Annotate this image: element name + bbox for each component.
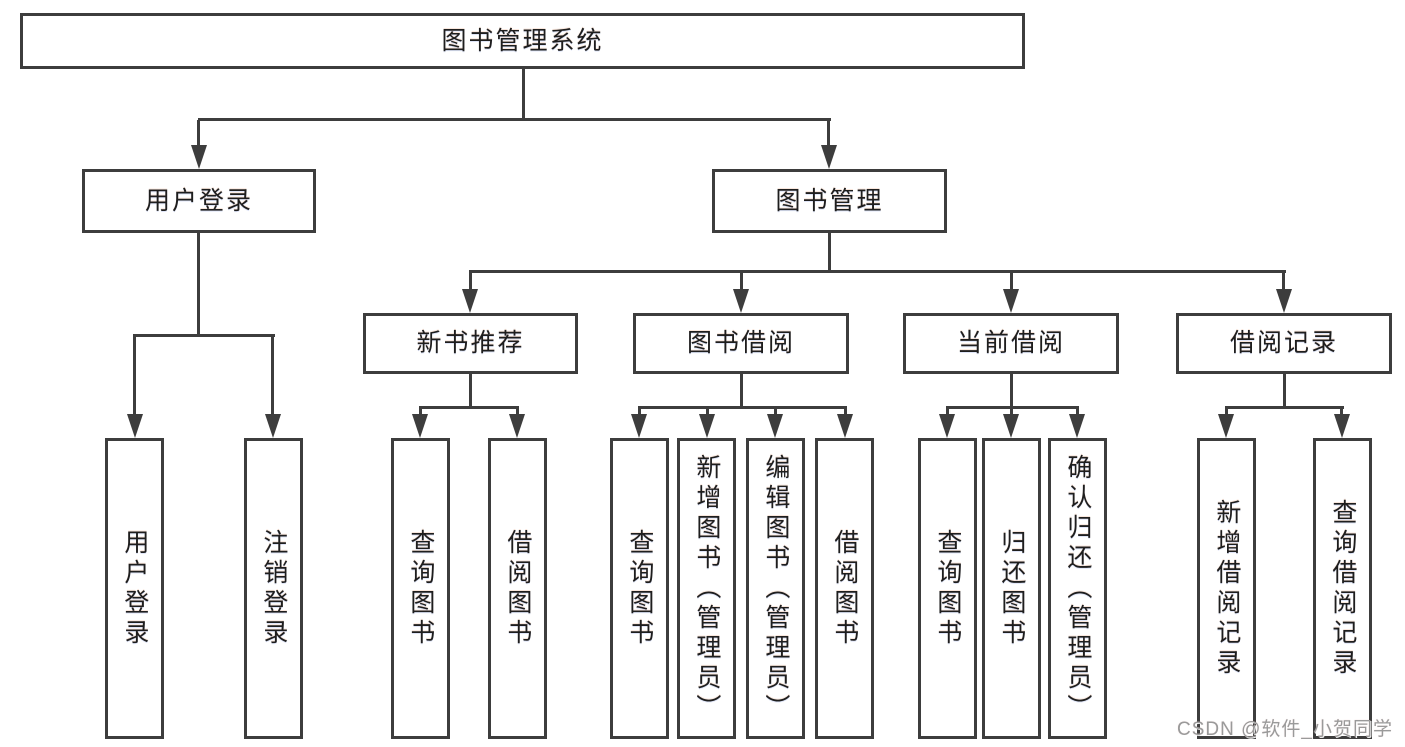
connector-line xyxy=(133,334,275,337)
node-label: 查询借阅记录 xyxy=(1328,498,1357,679)
arrow-down-icon xyxy=(939,414,955,438)
arrow-down-icon xyxy=(1003,289,1019,313)
node-label: 确认归还（管理员） xyxy=(1063,453,1092,724)
arrow-down-icon xyxy=(821,145,837,169)
arrow-down-icon xyxy=(733,289,749,313)
connector-line xyxy=(133,336,136,416)
node-label: 新增借阅记录 xyxy=(1212,498,1241,679)
leaf-confirm-return-admin: 确认归还（管理员） xyxy=(1048,438,1107,739)
arrow-down-icon xyxy=(631,414,647,438)
node-user-login: 用户登录 xyxy=(82,169,316,233)
connector-line xyxy=(522,69,525,120)
connector-line xyxy=(827,120,830,147)
node-label: 查询图书 xyxy=(933,528,962,649)
node-label: 借阅记录 xyxy=(1229,329,1338,358)
connector-line xyxy=(1340,408,1343,417)
node-label: 当前借阅 xyxy=(956,329,1065,358)
leaf-add-borrow-record: 新增借阅记录 xyxy=(1197,438,1256,739)
node-book-management: 图书管理 xyxy=(712,169,947,233)
connector-line xyxy=(419,408,422,417)
connector-line xyxy=(1282,272,1285,291)
arrow-down-icon xyxy=(509,414,525,438)
connector-line xyxy=(946,408,949,417)
connector-line xyxy=(516,408,519,417)
leaf-borrow-books-recommend: 借阅图书 xyxy=(488,438,547,739)
connector-line xyxy=(197,233,200,337)
watermark: CSDN @软件_小贺同学 xyxy=(1177,719,1393,740)
arrow-down-icon xyxy=(699,414,715,438)
node-label: 查询图书 xyxy=(625,528,654,649)
arrow-down-icon xyxy=(767,414,783,438)
node-label: 图书借阅 xyxy=(686,329,795,358)
connector-line xyxy=(638,408,641,417)
leaf-query-borrow-record: 查询借阅记录 xyxy=(1313,438,1372,739)
leaf-query-books-current: 查询图书 xyxy=(918,438,977,739)
arrow-down-icon xyxy=(1218,414,1234,438)
node-label: 新增图书（管理员） xyxy=(692,453,721,724)
connector-line xyxy=(774,408,777,417)
node-label: 用户登录 xyxy=(120,528,149,649)
connector-line xyxy=(1010,408,1013,417)
node-current-borrowing: 当前借阅 xyxy=(903,313,1119,374)
connector-line xyxy=(419,406,519,409)
node-label: 编辑图书（管理员） xyxy=(761,453,790,724)
node-label: 注销登录 xyxy=(259,528,288,649)
connector-line xyxy=(1010,272,1013,291)
connector-line xyxy=(1076,408,1079,417)
connector-line xyxy=(706,408,709,417)
node-label: 用户登录 xyxy=(144,186,253,215)
connector-line xyxy=(740,272,743,291)
node-label: 归还图书 xyxy=(997,528,1026,649)
connector-line xyxy=(740,374,743,409)
node-library-management-system: 图书管理系统 xyxy=(20,13,1025,69)
connector-line xyxy=(828,233,831,272)
leaf-logout: 注销登录 xyxy=(244,438,303,739)
connector-line xyxy=(844,408,847,417)
connector-line xyxy=(271,336,274,416)
node-label: 借阅图书 xyxy=(830,528,859,649)
node-label: 借阅图书 xyxy=(503,528,532,649)
connector-line xyxy=(638,406,847,409)
node-new-book-recommendation: 新书推荐 xyxy=(363,313,578,374)
arrow-down-icon xyxy=(837,414,853,438)
node-book-borrowing: 图书借阅 xyxy=(633,313,849,374)
arrow-down-icon xyxy=(462,289,478,313)
leaf-add-books-admin: 新增图书（管理员） xyxy=(677,438,736,739)
leaf-query-books-recommend: 查询图书 xyxy=(391,438,450,739)
leaf-query-books-borrowing: 查询图书 xyxy=(610,438,669,739)
connector-line xyxy=(469,272,472,291)
connector-line xyxy=(1225,406,1344,409)
connector-line xyxy=(197,120,200,147)
arrow-down-icon xyxy=(412,414,428,438)
arrow-down-icon xyxy=(127,414,143,438)
node-borrowing-records: 借阅记录 xyxy=(1176,313,1392,374)
leaf-edit-books-admin: 编辑图书（管理员） xyxy=(746,438,805,739)
leaf-return-books: 归还图书 xyxy=(982,438,1041,739)
arrow-down-icon xyxy=(1003,414,1019,438)
arrow-down-icon xyxy=(1334,414,1350,438)
leaf-borrow-books: 借阅图书 xyxy=(815,438,874,739)
node-label: 新书推荐 xyxy=(416,329,525,358)
connector-line xyxy=(469,270,1286,273)
connector-line xyxy=(1283,374,1286,409)
connector-line xyxy=(1010,374,1013,409)
connector-line xyxy=(1225,408,1228,417)
arrow-down-icon xyxy=(265,414,281,438)
connector-line xyxy=(469,374,472,409)
arrow-down-icon xyxy=(1276,289,1292,313)
node-label: 图书管理 xyxy=(775,186,884,215)
connector-line xyxy=(946,406,1079,409)
node-label: 图书管理系统 xyxy=(441,26,604,55)
arrow-down-icon xyxy=(191,145,207,169)
node-label: 查询图书 xyxy=(406,528,435,649)
leaf-user-login: 用户登录 xyxy=(105,438,164,739)
arrow-down-icon xyxy=(1069,414,1085,438)
connector-line xyxy=(198,118,831,121)
